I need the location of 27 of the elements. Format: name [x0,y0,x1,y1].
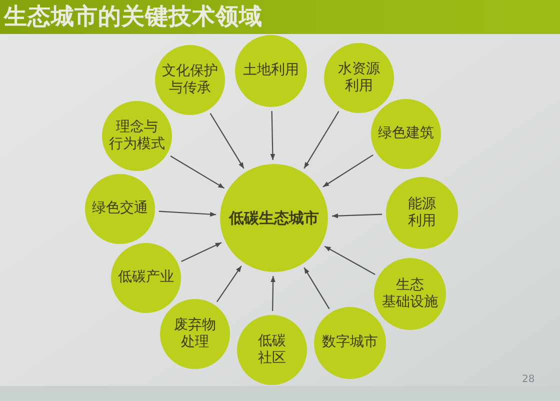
arrow [304,111,340,169]
arrow [158,210,216,217]
circle-label: 低碳产业 [118,269,174,287]
arrow [332,213,382,218]
circle-label: 低碳生态城市 [229,208,319,228]
arrow [181,242,222,262]
page-number: 28 [522,374,535,385]
arrow [170,156,225,189]
arrow [322,154,374,188]
circle-label: 绿色建筑 [378,125,434,143]
circle-label: 数字城市 [322,334,378,352]
circle-label: 理念与行为模式 [109,118,165,154]
circle-label: 能源利用 [408,196,436,230]
arrow [270,110,276,160]
circle-label: 绿色交通 [92,200,148,218]
circle-label: 低碳社区 [258,332,286,368]
arrow [216,266,242,302]
circle-label: 废弃物处理 [174,316,216,352]
arrow [304,267,330,310]
arrow [210,113,244,169]
circle-label: 文化保护与传承 [162,62,218,98]
circle-label: 土地利用 [243,62,299,80]
circle-label: 生态基础设施 [382,276,438,312]
slide-title: 生态城市的关键技术领域 [4,4,262,30]
arrow [270,276,276,312]
circle-label: 水资源利用 [338,60,380,96]
arrow [324,246,376,275]
